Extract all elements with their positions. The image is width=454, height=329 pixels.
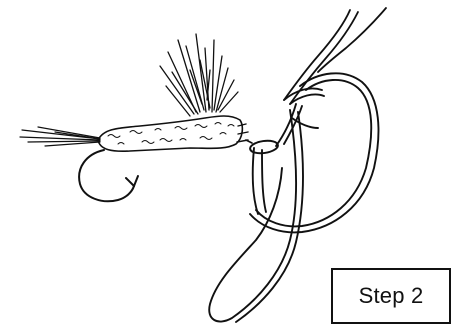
- fly-hook: [79, 150, 138, 201]
- fly-wing: [160, 34, 238, 116]
- step-label: Step 2: [359, 283, 424, 309]
- tippet-standing-line: [284, 8, 386, 104]
- fly-tail: [20, 127, 100, 146]
- fly-body: [98, 116, 248, 151]
- step-label-box: Step 2: [331, 268, 451, 324]
